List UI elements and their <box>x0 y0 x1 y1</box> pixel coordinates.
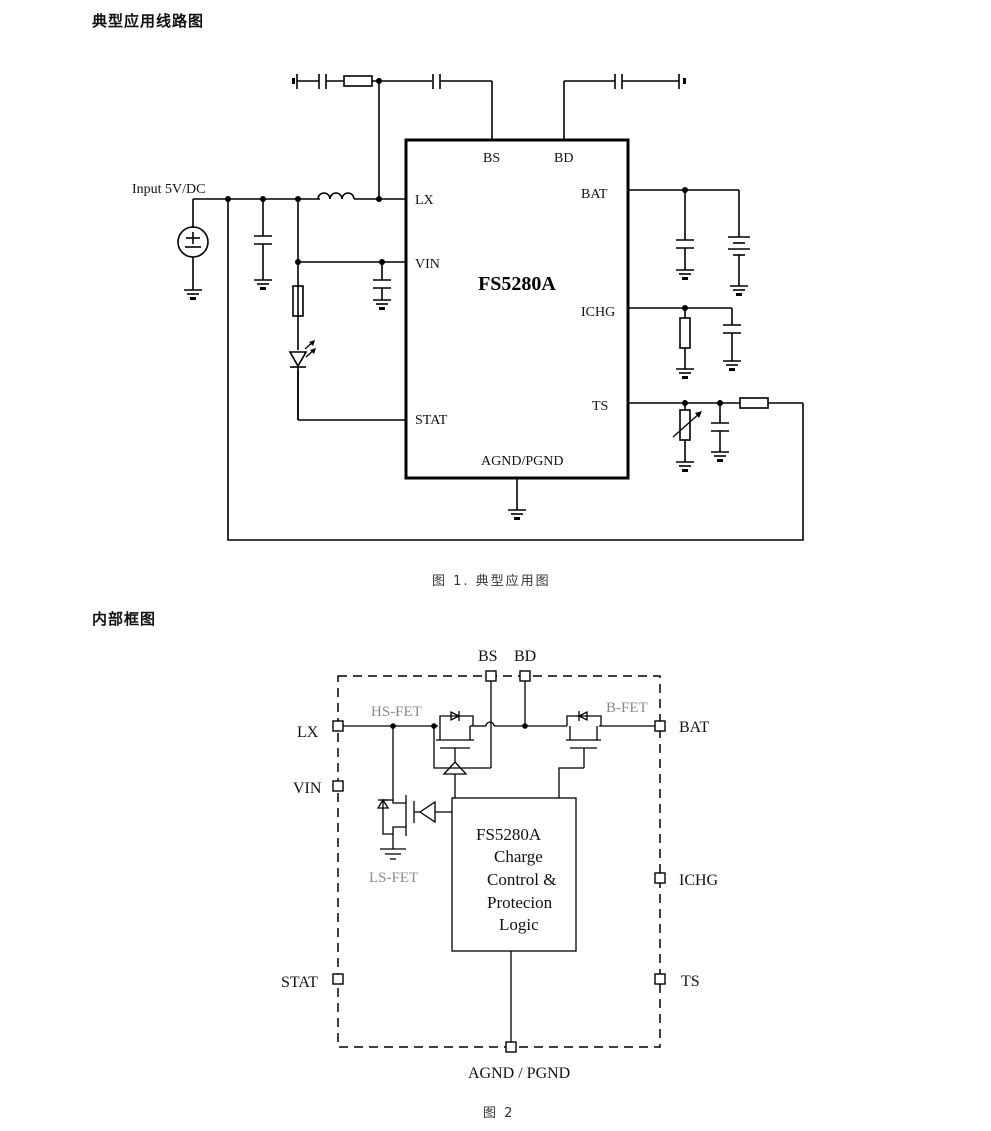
pin-label-bat: BAT <box>581 187 608 202</box>
pin-label-gnd: AGND/PGND <box>481 454 563 469</box>
figure-1-caption: 图 1. 典型应用图 <box>432 574 551 589</box>
pin-label-lx: LX <box>415 193 434 208</box>
block-line-5: Logic <box>499 915 539 934</box>
led-resistor <box>292 285 304 317</box>
hs-fet-icon <box>433 710 491 798</box>
charge-control-logic-block <box>451 797 577 952</box>
ls-gate-driver-icon <box>418 800 436 824</box>
ichg-network <box>628 305 741 379</box>
pin-gnd <box>505 1041 517 1053</box>
pin-label-bs: BS <box>478 648 498 665</box>
pin-label-ichg: ICHG <box>581 305 615 320</box>
ls-fet-icon <box>376 726 452 860</box>
section-heading-typical-application: 典型应用线路图 <box>92 12 205 30</box>
input-voltage-label: Input 5V/DC <box>132 182 206 197</box>
pin-label-bd: BD <box>554 151 573 166</box>
ls-fet-label: LS-FET <box>369 870 418 886</box>
hs-fet-label: HS-FET <box>371 704 422 720</box>
pin-label-stat: STAT <box>415 413 448 428</box>
inductor <box>317 192 406 202</box>
chip-name: FS5280A <box>478 273 556 295</box>
pin-label-bs: BS <box>483 151 500 166</box>
section-heading-internal-block-diagram: 内部框图 <box>92 610 157 628</box>
bat-network <box>628 187 750 296</box>
pin-bat <box>654 720 666 732</box>
chip-ground <box>508 478 526 520</box>
pin-ts <box>654 973 666 985</box>
block-line-4: Protecion <box>487 893 553 912</box>
pin-stat <box>332 973 344 985</box>
pin-label-lx: LX <box>297 724 319 741</box>
pin-bd <box>519 670 531 682</box>
snubber-network <box>292 74 432 199</box>
pin-label-stat: STAT <box>281 974 318 991</box>
pin-label-ts: TS <box>681 973 700 990</box>
b-fet-icon <box>558 710 602 798</box>
bd-capacitor <box>563 74 686 140</box>
figure-2-caption: 图 2 <box>483 1106 515 1121</box>
pin-ichg <box>654 872 666 884</box>
status-led-icon <box>288 330 316 420</box>
ts-return-wire <box>227 199 804 541</box>
block-line-2: Charge <box>494 847 543 866</box>
pin-vin <box>332 780 344 792</box>
ts-network <box>628 397 803 472</box>
pin-lx <box>332 720 344 732</box>
input-capacitor <box>254 199 272 290</box>
pin-bs <box>485 670 497 682</box>
pin-label-bat: BAT <box>679 719 709 736</box>
pin-label-bd: BD <box>514 648 536 665</box>
pin-label-ts: TS <box>592 399 608 414</box>
package-boundary <box>337 675 661 1048</box>
block-line-3: Control & <box>487 870 556 889</box>
b-fet-label: B-FET <box>606 700 648 716</box>
bootstrap-capacitor <box>432 74 493 140</box>
pin-label-ichg: ICHG <box>679 872 719 889</box>
pin-label-vin: VIN <box>293 780 322 797</box>
block-line-1: FS5280A <box>476 825 542 844</box>
pin-label-vin: VIN <box>415 257 440 272</box>
pin-label-gnd: AGND / PGND <box>468 1065 570 1082</box>
